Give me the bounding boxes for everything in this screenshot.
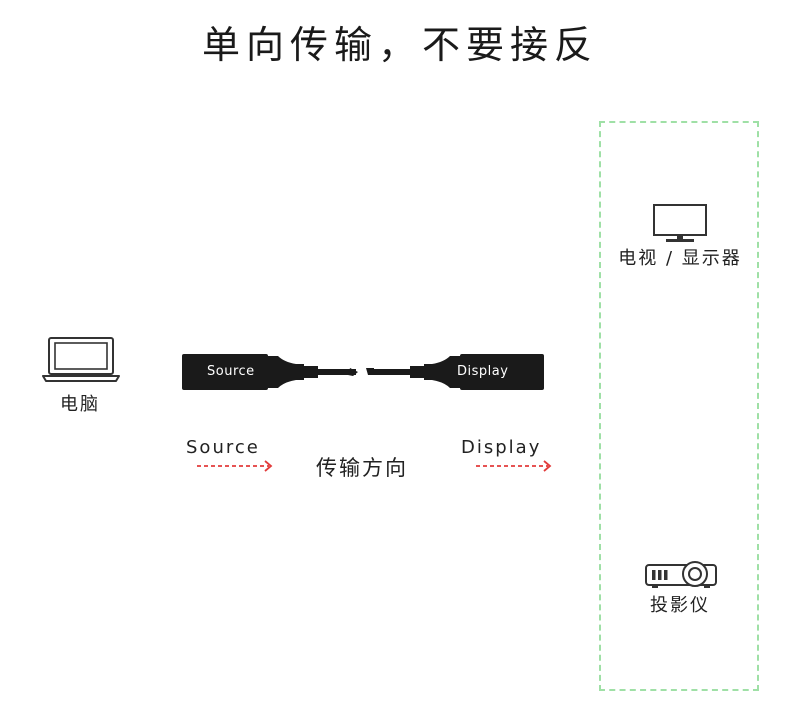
laptop-icon <box>42 337 120 382</box>
display-plug-label: Display <box>457 364 509 379</box>
source-plug-label: Source <box>207 364 255 379</box>
fiber-cable <box>182 354 544 390</box>
display-plug <box>460 354 544 390</box>
direction-source-label: Source <box>186 437 260 458</box>
direction-display-label: Display <box>461 437 542 458</box>
monitor-icon <box>653 204 707 242</box>
direction-center-label: 传输方向 <box>316 456 408 480</box>
arrow-right-icon <box>197 460 273 472</box>
projector-label: 投影仪 <box>650 595 710 616</box>
monitor-label: 电视 / 显示器 <box>618 248 742 269</box>
page-title: 单向传输，不要接反 <box>201 23 598 67</box>
arrow-right-icon <box>476 460 552 472</box>
destination-devices-box <box>599 121 759 691</box>
projector-icon <box>645 561 717 588</box>
laptop-label: 电脑 <box>60 394 100 415</box>
source-plug <box>182 354 268 390</box>
